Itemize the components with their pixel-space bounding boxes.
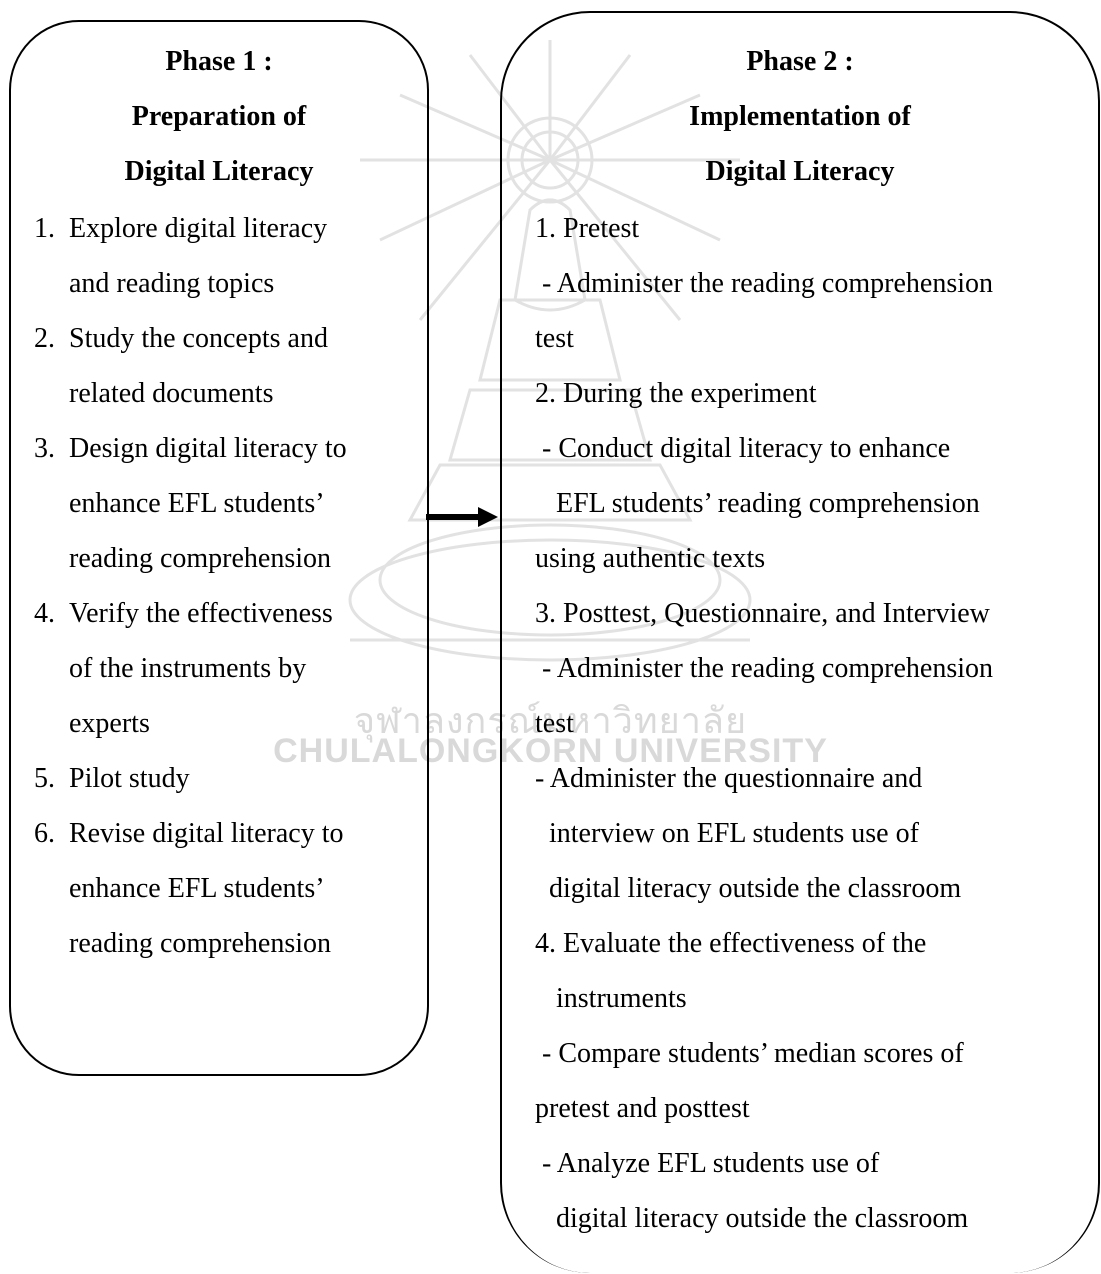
phase2-line: - Compare students’ median scores of: [535, 1038, 964, 1069]
phase2-title-line: Implementation of: [689, 101, 911, 132]
step-number: 5.: [34, 763, 55, 794]
phase2-line: - Administer the reading comprehension: [535, 653, 993, 684]
phase1-box: [9, 20, 429, 1076]
step-number: 6.: [34, 818, 55, 849]
phase2-title-line: Phase 2 :: [746, 46, 854, 77]
phase2-line: - Conduct digital literacy to enhance: [535, 433, 951, 464]
step-text: reading comprehension: [69, 543, 332, 574]
step-text: Pilot study: [69, 763, 190, 794]
phase1-step: 5. Pilot study: [34, 751, 347, 806]
step-text: related documents: [69, 378, 274, 409]
phase1-step: 1. Explore digital literacy and reading …: [34, 201, 347, 311]
phase2-line: digital literacy outside the classroom: [535, 873, 962, 904]
arrow-right-icon: [426, 507, 498, 527]
phase2-line: - Administer the reading comprehension: [535, 268, 993, 299]
phase2-line: pretest and posttest: [535, 1093, 750, 1124]
phase2-line: 4. Evaluate the effectiveness of the: [535, 928, 927, 959]
phase1-title-line: Preparation of: [131, 101, 307, 132]
phase2-line: digital literacy outside the classroom: [535, 1203, 969, 1234]
step-number: 2.: [34, 323, 55, 354]
step-text: Design digital literacy to: [69, 433, 347, 464]
phase1-step: 4. Verify the effectiveness of the instr…: [34, 586, 347, 751]
phase2-line: 3. Posttest, Questionnaire, and Intervie…: [535, 598, 990, 629]
phase1-step: 3. Design digital literacy to enhance EF…: [34, 421, 347, 586]
phase2-title-line: Digital Literacy: [705, 156, 895, 187]
phase2-line: - Analyze EFL students use of: [535, 1148, 880, 1179]
phase2-title: Phase 2 : Implementation of Digital Lite…: [500, 34, 1100, 199]
phase2-line: using authentic texts: [535, 543, 766, 574]
step-text: Revise digital literacy to: [69, 818, 344, 849]
phase1-title-line: Digital Literacy: [124, 156, 314, 187]
step-number: 1.: [34, 213, 55, 244]
phase1-title-line: Phase 1 :: [165, 46, 273, 77]
step-number: 3.: [34, 433, 55, 464]
phase2-steps: 1. Pretest - Administer the reading comp…: [535, 201, 993, 1246]
phase2-line: 2. During the experiment: [535, 378, 817, 409]
step-text: Study the concepts and: [69, 323, 328, 354]
phase1-steps: 1. Explore digital literacy and reading …: [34, 201, 347, 971]
phase2-line: instruments: [535, 983, 687, 1014]
step-text: reading comprehension: [69, 928, 332, 959]
phase1-title: Phase 1 : Preparation of Digital Literac…: [9, 34, 429, 199]
step-text: of the instruments by: [69, 653, 307, 684]
phase1-step: 2. Study the concepts and related docume…: [34, 311, 347, 421]
step-text: enhance EFL students’: [69, 873, 325, 904]
step-text: experts: [69, 708, 150, 739]
phase1-step: 6. Revise digital literacy to enhance EF…: [34, 806, 347, 971]
step-number: 4.: [34, 598, 55, 629]
step-text: Explore digital literacy: [69, 213, 328, 244]
phase2-line: - Administer the questionnaire and: [535, 763, 923, 794]
phase2-line: 1. Pretest: [535, 213, 640, 244]
step-text: enhance EFL students’: [69, 488, 325, 519]
step-text: and reading topics: [69, 268, 275, 299]
phase2-line: test: [535, 708, 574, 739]
step-text: Verify the effectiveness: [69, 598, 333, 629]
phase2-line: test: [535, 323, 574, 354]
phase2-box: [500, 11, 1100, 1273]
phase2-line: EFL students’ reading comprehension: [535, 488, 980, 519]
phase2-line: interview on EFL students use of: [535, 818, 919, 849]
